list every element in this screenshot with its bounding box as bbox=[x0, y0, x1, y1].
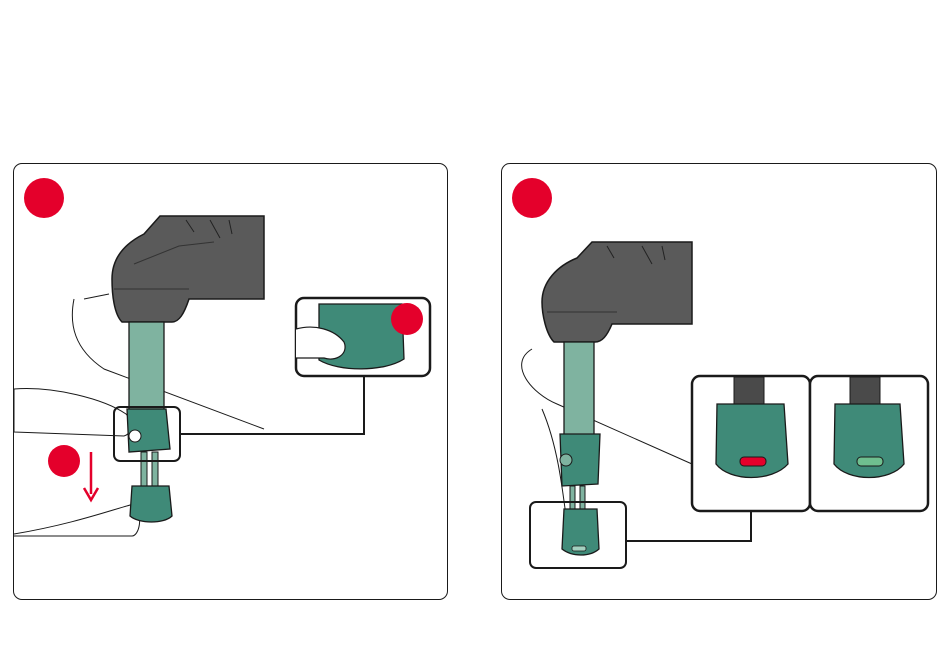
red-indicator bbox=[740, 457, 766, 466]
callout-connector bbox=[626, 511, 751, 541]
seat-outline bbox=[522, 349, 692, 464]
green-indicator bbox=[857, 457, 883, 466]
left-illustration bbox=[14, 164, 448, 600]
detail-badge bbox=[391, 303, 423, 335]
press-badge bbox=[48, 445, 80, 477]
instruction-panel-right bbox=[501, 163, 937, 600]
support-leg-upper bbox=[129, 322, 164, 414]
right-illustration bbox=[502, 164, 937, 600]
base-shell bbox=[112, 216, 264, 322]
release-button bbox=[129, 430, 141, 442]
instruction-panel-left bbox=[13, 163, 448, 600]
seat-outline-top bbox=[84, 294, 109, 299]
leg-foot bbox=[130, 486, 172, 522]
callout-connector bbox=[180, 374, 364, 434]
base-shell bbox=[542, 242, 692, 342]
hand-lower-outline bbox=[14, 504, 140, 536]
